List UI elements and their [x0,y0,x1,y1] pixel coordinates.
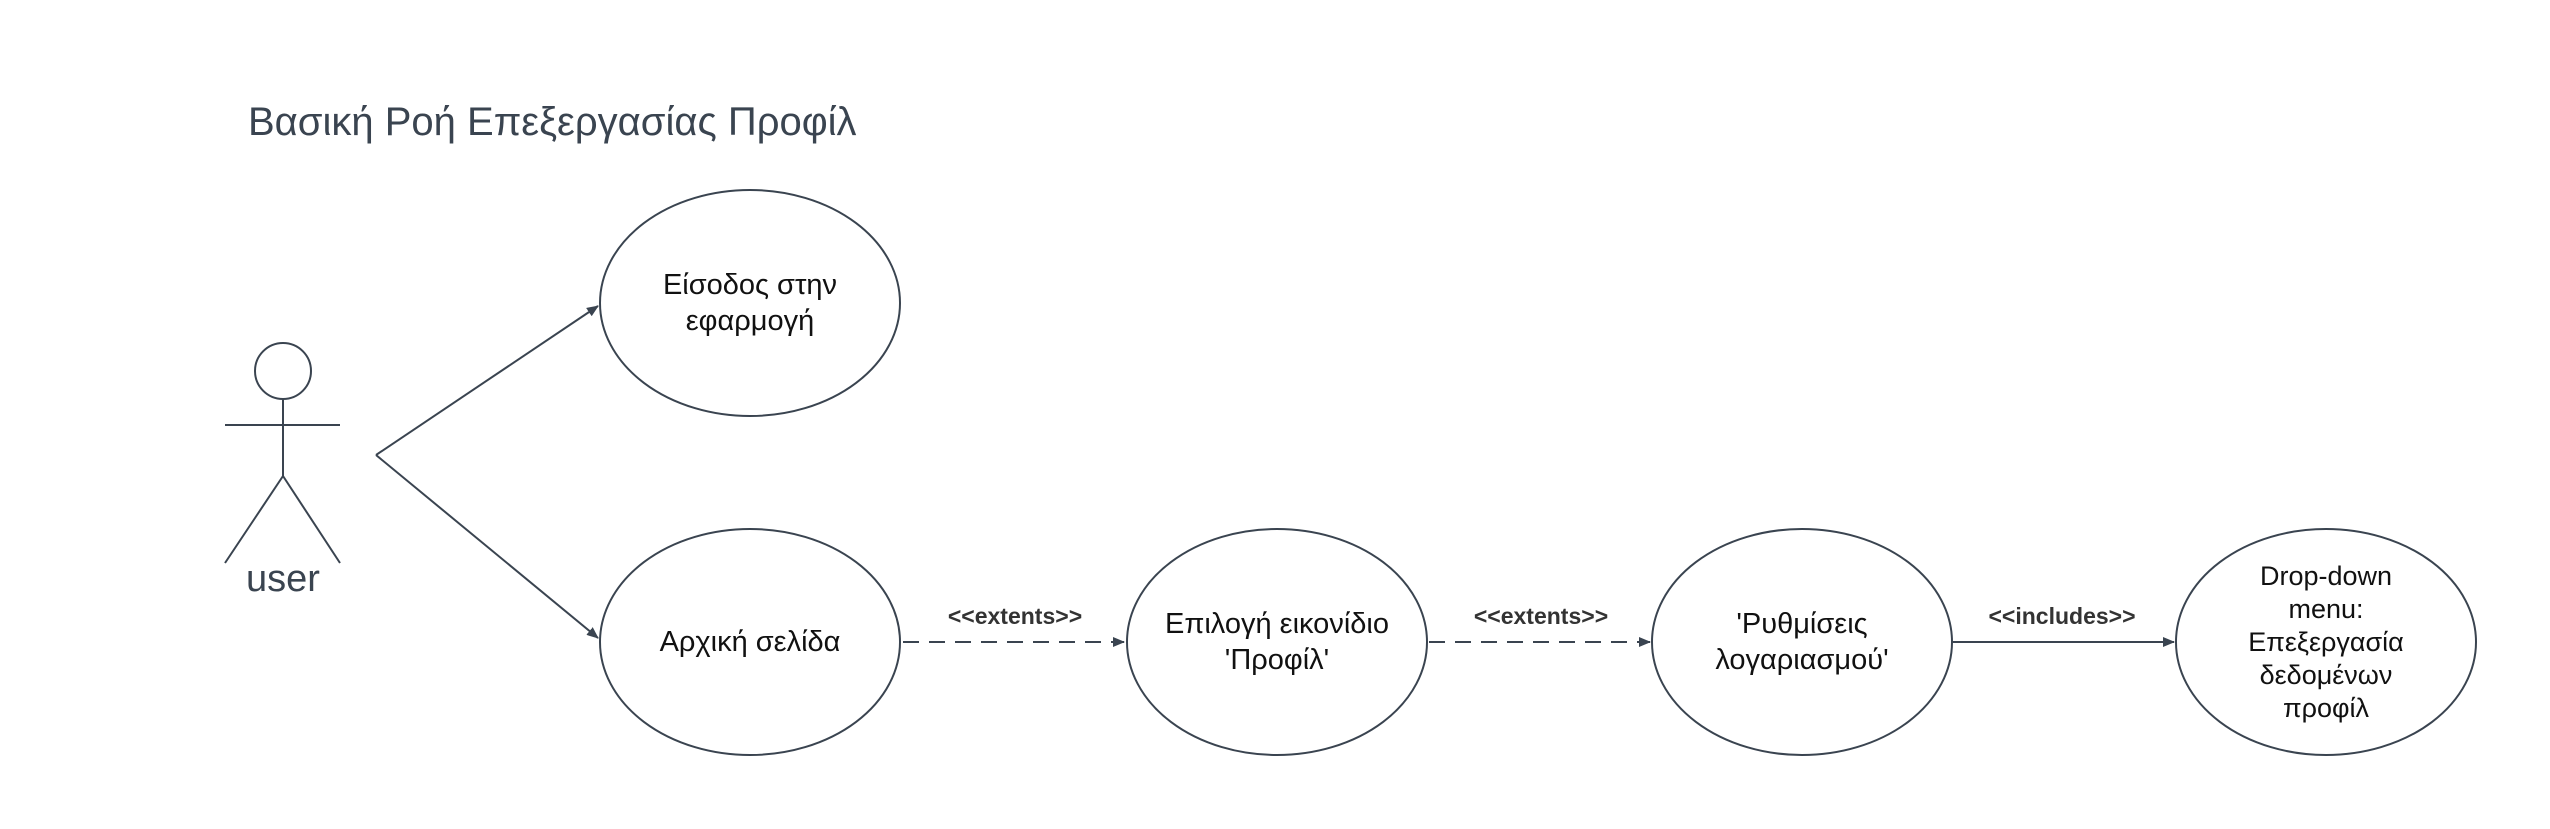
use-case-profile-icon-ellipse [1126,528,1428,756]
association-home [375,454,599,639]
use-case-dropdown-ellipse [2175,528,2477,756]
actor-left-leg [224,475,284,564]
use-case-home-ellipse [599,528,901,756]
use-case-dropdown-label: Drop-down menu: Επεξεργασία δεδομένων πρ… [2248,560,2404,723]
diagram-title: Βασική Ροή Επεξεργασίας Προφίλ [248,100,857,144]
association-login [375,305,599,456]
relation-label-includes: <<includes>> [1988,603,2136,629]
relation-label-extents-2: <<extents>> [1473,603,1609,629]
use-case-account-settings-label: 'Ρυθμίσεις λογαριασμού' [1715,608,1889,676]
use-case-login-label: Είσοδος στην εφαρμογή [662,269,838,337]
actor-head [254,342,312,400]
use-case-home-label: Αρχική σελίδα [659,626,841,658]
relation-label-extents-1: <<extents>> [947,603,1083,629]
actor-label: user [246,558,320,600]
use-case-account-settings-ellipse [1651,528,1953,756]
actor-figure [224,342,341,564]
use-case-profile-icon-label: Επιλογή εικονίδιο 'Προφίλ' [1165,608,1389,676]
actor-right-leg [282,475,341,564]
use-case-login-ellipse [599,189,901,417]
